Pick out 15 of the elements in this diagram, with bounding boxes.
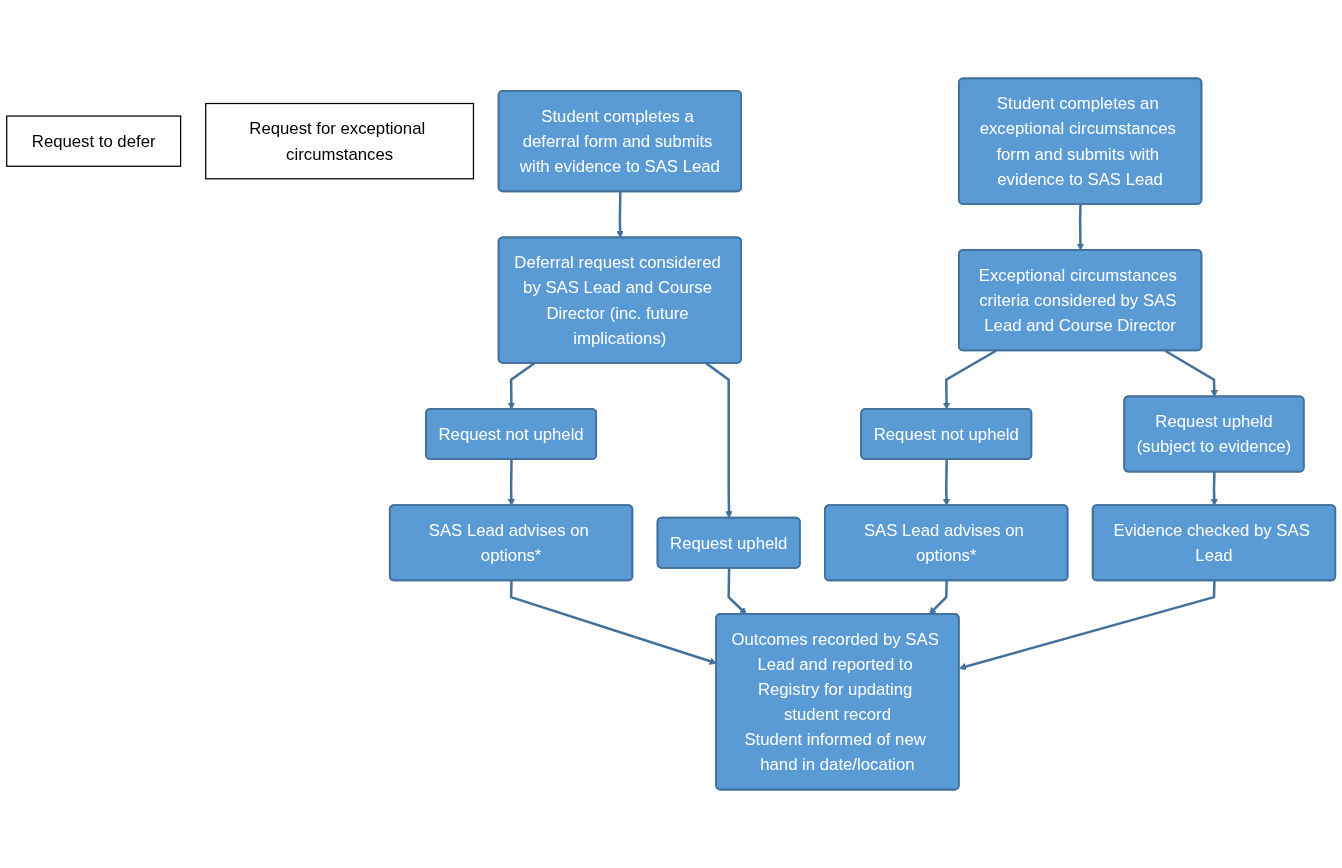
arrow [1076, 204, 1085, 251]
arrow [958, 580, 1216, 671]
node-box: Request to defer [6, 115, 182, 167]
arrow [705, 362, 733, 519]
arrow [942, 349, 997, 410]
node-box: Request for exceptional circumstances [205, 102, 475, 180]
arrow [928, 580, 948, 615]
arrow [507, 362, 536, 410]
arrow [507, 459, 515, 506]
arrow [942, 459, 951, 506]
arrow [509, 580, 717, 665]
arrow [1210, 472, 1218, 506]
arrow [727, 568, 747, 615]
arrow [1164, 349, 1218, 398]
arrow [616, 191, 624, 239]
